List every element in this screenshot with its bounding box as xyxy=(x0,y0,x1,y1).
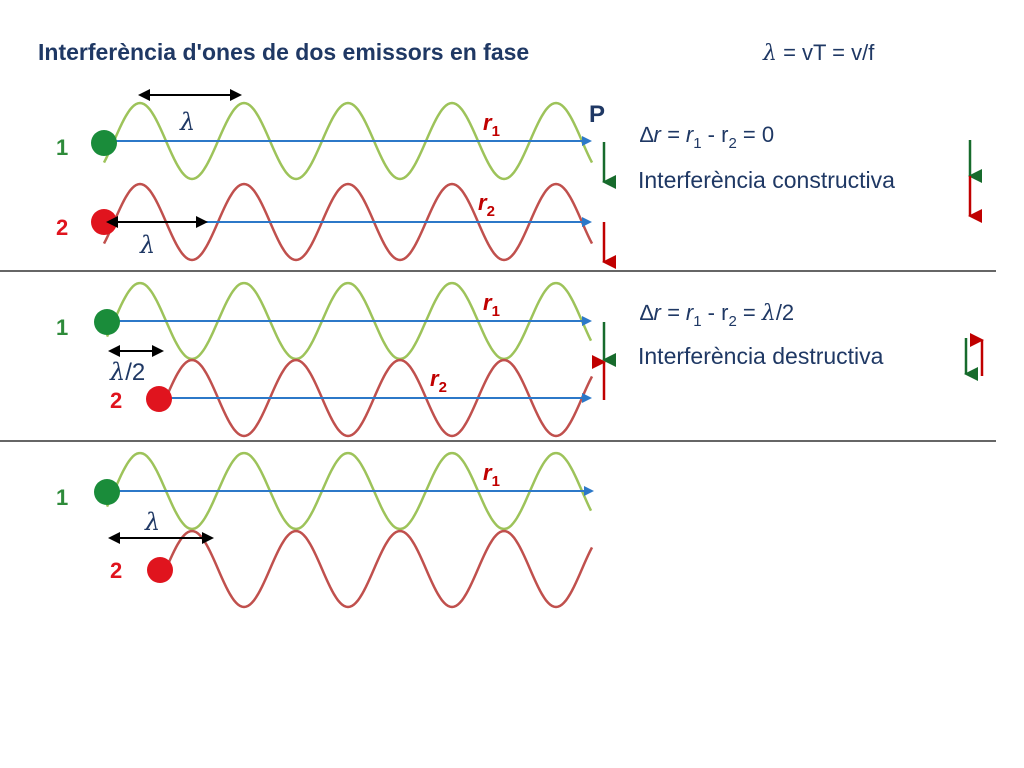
wavelength-formula: λ = vT = v/f xyxy=(762,40,875,66)
wave-source-2 xyxy=(158,529,594,609)
source-1-label: 1 xyxy=(56,315,68,340)
source-2-dot xyxy=(146,386,172,412)
half-wavelength-label: λ/2 xyxy=(109,358,145,386)
source-1-dot xyxy=(91,130,117,156)
constructive-label: Interferència constructiva xyxy=(638,167,895,193)
source-1-dot xyxy=(94,309,120,335)
page-title: Interferència d'ones de dos emissors en … xyxy=(38,39,529,65)
source-2-dot xyxy=(147,557,173,583)
source-1-dot xyxy=(94,479,120,505)
wave-source-1 xyxy=(105,281,593,361)
source-2-label: 2 xyxy=(56,215,68,240)
source-1-label: 1 xyxy=(56,135,68,160)
source-2-label: 2 xyxy=(110,558,122,583)
destructive-label: Interferència destructiva xyxy=(638,343,884,369)
wavelength-label: λ xyxy=(144,508,160,536)
point-p-label: P xyxy=(589,101,605,128)
wavelength-label: λ xyxy=(139,231,155,259)
wave-source-1 xyxy=(105,451,593,531)
wave-source-2 xyxy=(158,358,594,438)
wave-source-1 xyxy=(102,101,594,181)
wave-source-2 xyxy=(102,182,594,262)
source-1-label: 1 xyxy=(56,485,68,510)
r1-label: r1 xyxy=(483,460,500,490)
r2-label: r2 xyxy=(478,190,495,220)
constructive-equation: ∆r = r1 - r2 = 0 xyxy=(640,122,774,152)
r2-label: r2 xyxy=(430,366,447,396)
r1-label: r1 xyxy=(483,110,500,140)
source-2-label: 2 xyxy=(110,388,122,413)
source-2-dot xyxy=(91,209,117,235)
r1-label: r1 xyxy=(483,290,500,320)
wavelength-label: λ xyxy=(179,108,195,136)
destructive-equation: ∆r = r1 - r2 = λ/2 xyxy=(640,300,794,330)
